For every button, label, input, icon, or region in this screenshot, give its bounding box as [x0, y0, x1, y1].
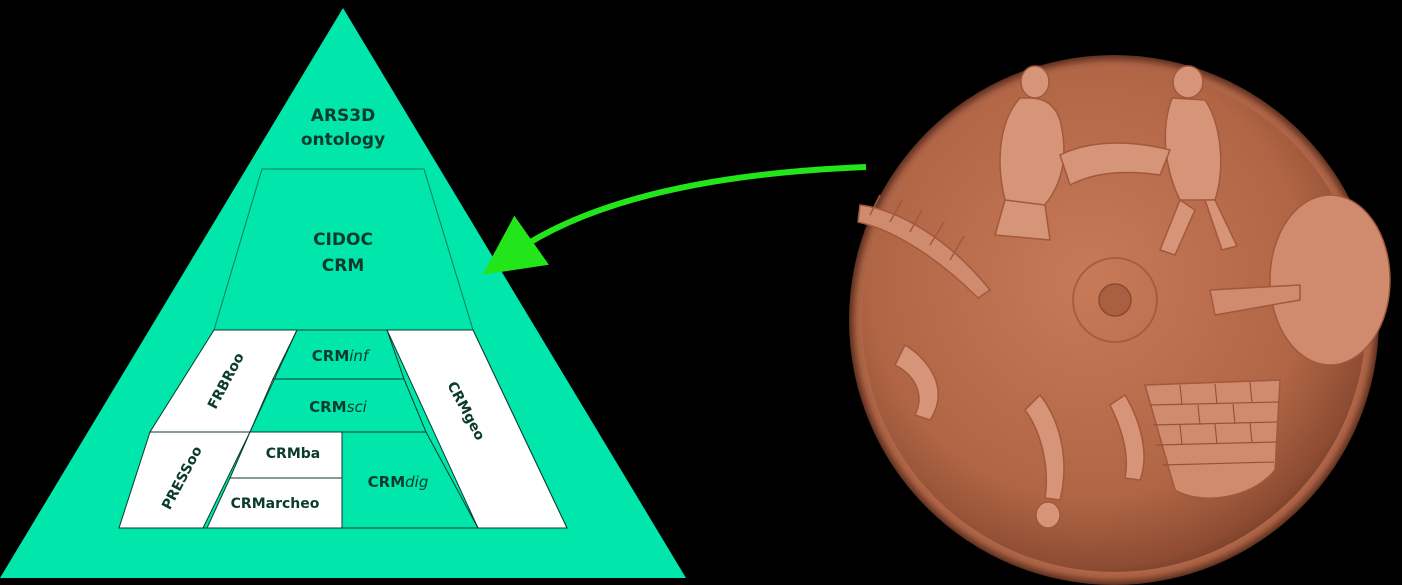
- crminf-suffix: inf: [349, 347, 371, 365]
- cidoc-label: CIDOC: [313, 230, 373, 250]
- ontology-pyramid: ARS3D ontology CIDOC CRM FRBRoo CRMgeo P…: [0, 8, 686, 578]
- crminf-prefix: CRM: [312, 347, 350, 365]
- relief-dish-photo: [849, 55, 1390, 585]
- ontology-label: ontology: [301, 130, 385, 150]
- crminf-label: CRMinf: [312, 347, 371, 365]
- crmdig-suffix: dig: [405, 473, 428, 491]
- crm-label: CRM: [322, 256, 364, 276]
- crmdig-prefix: CRM: [368, 473, 406, 491]
- crmdig-label: CRMdig: [368, 473, 429, 491]
- crmsci-prefix: CRM: [309, 398, 347, 416]
- dish-center-rosette: [1099, 284, 1131, 316]
- crmarcheo-label: CRMarcheo: [231, 496, 320, 512]
- arrow-to-pyramid: [512, 167, 866, 254]
- crmsci-label: CRMsci: [309, 398, 368, 416]
- crmba-label: CRMba: [266, 446, 320, 462]
- pyramid-triangle: [0, 8, 686, 578]
- ars3d-label: ARS3D: [311, 106, 375, 126]
- crmsci-suffix: sci: [347, 398, 368, 416]
